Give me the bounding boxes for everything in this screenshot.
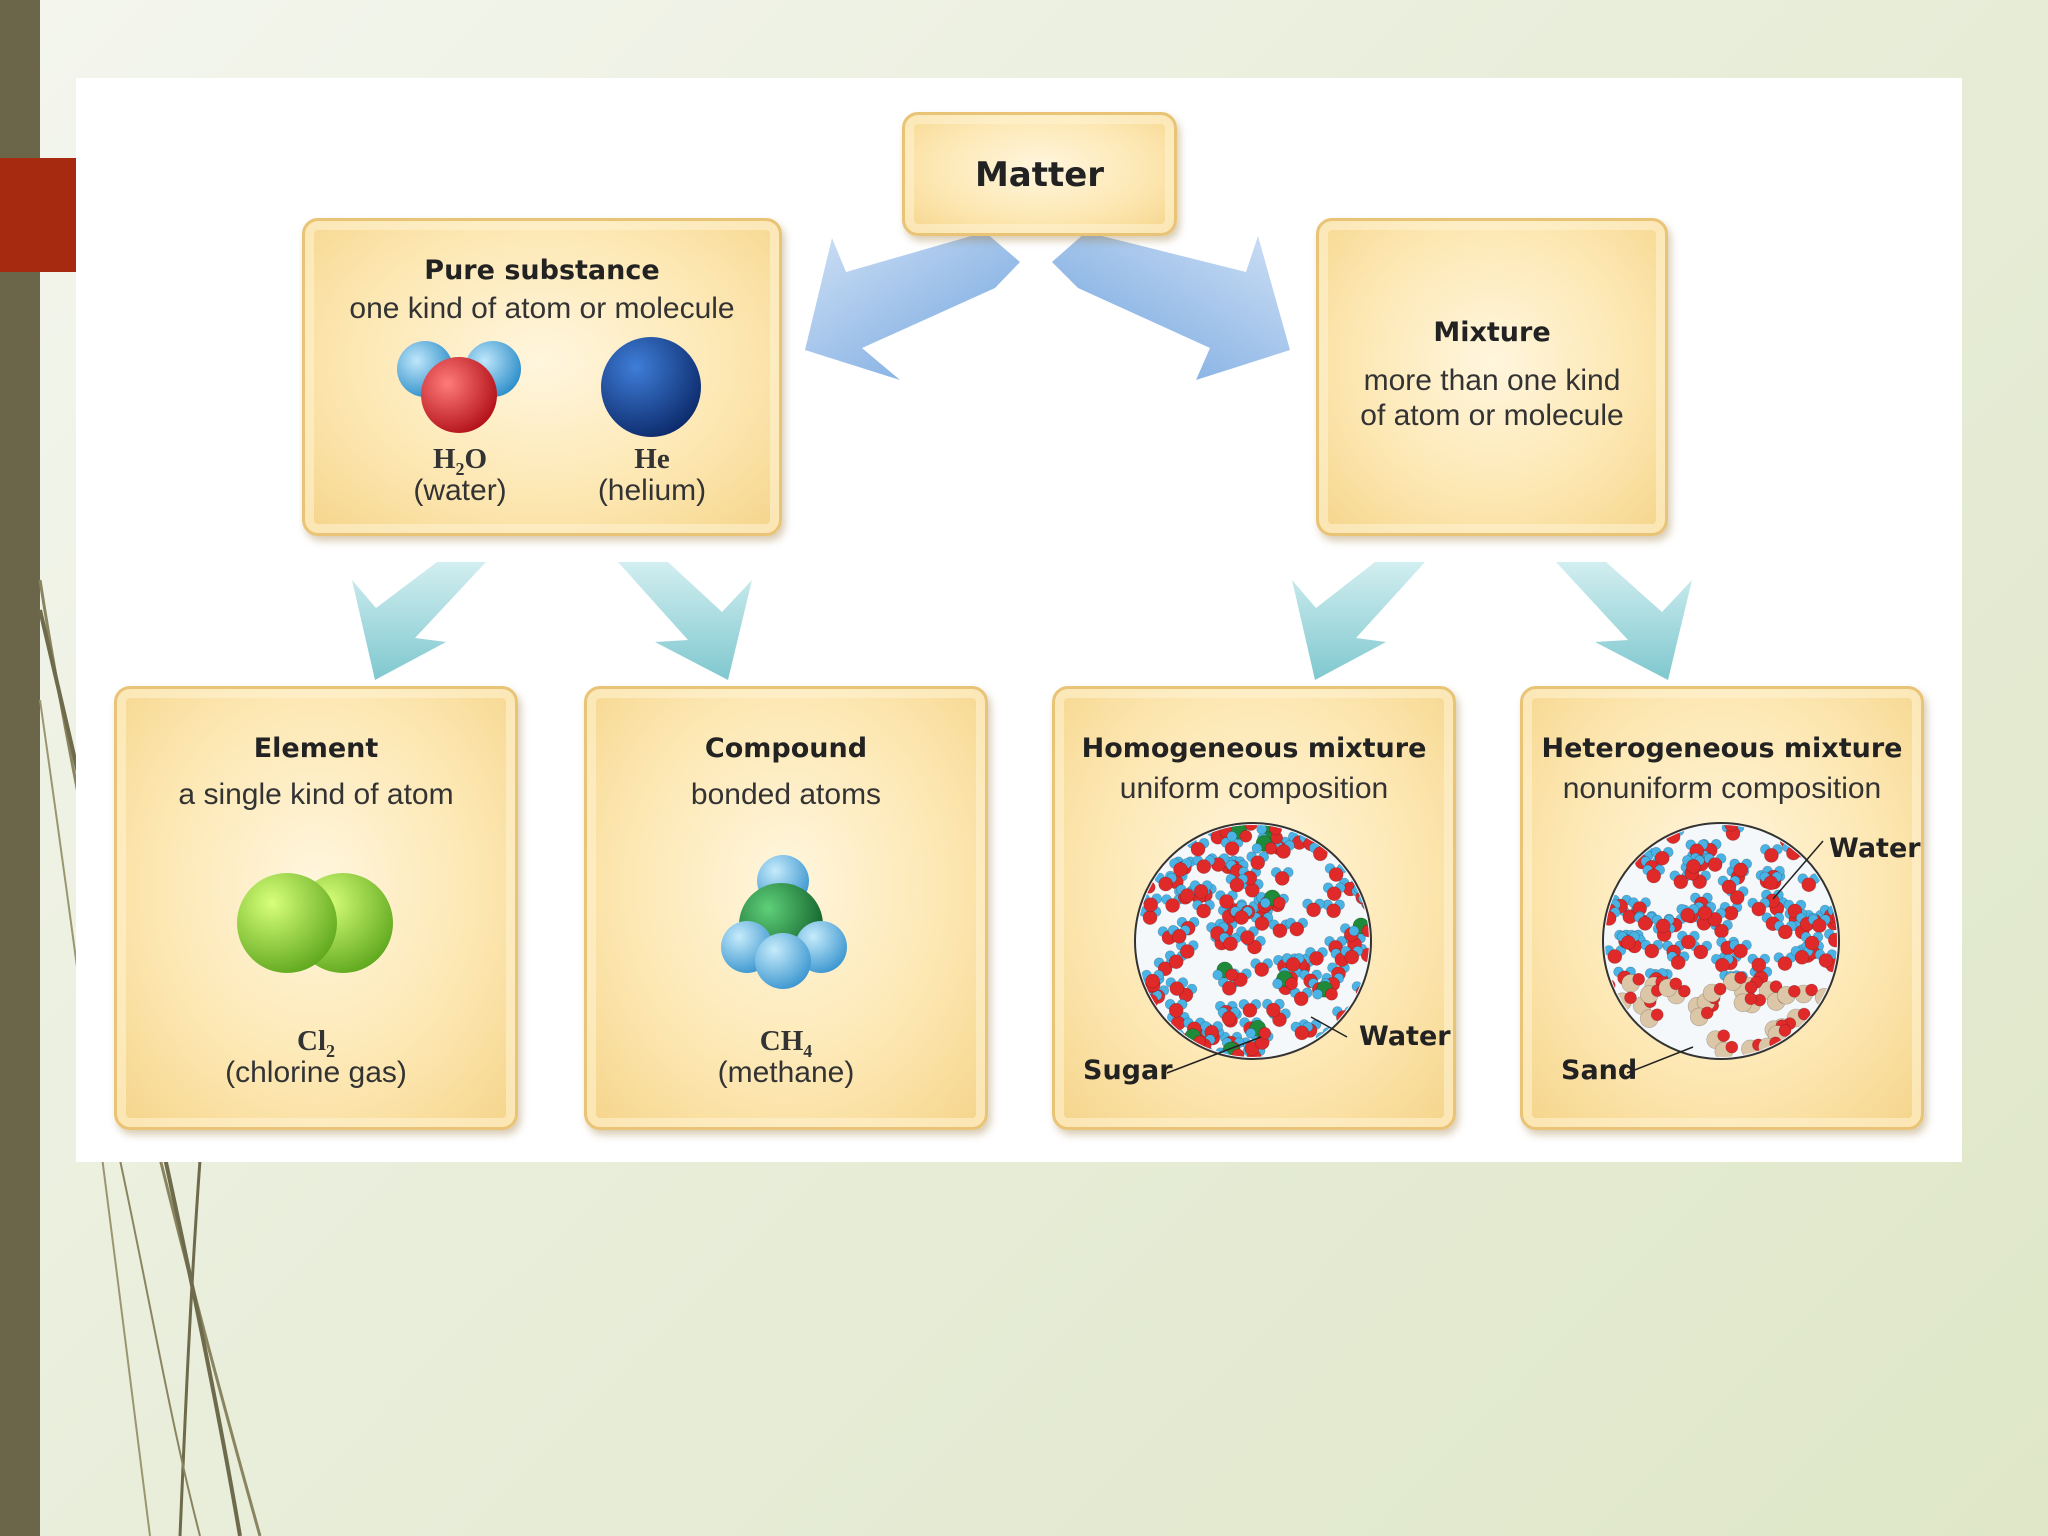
matter-box: Matter [902,112,1177,236]
mixture-description-line1: more than one kind [1363,364,1621,397]
arrow-to-heterogeneous [1556,562,1692,680]
sand-label: Sand [1561,1055,1638,1086]
matter-title: Matter [974,155,1105,195]
chlorine-molecule-icon [237,873,393,973]
mixture-title: Mixture [1433,317,1551,348]
element-box: Element a single kind of atom Cl2 (chlor… [114,686,518,1130]
heterogeneous-particles-icon [1602,822,1840,1060]
helium-formula: He [634,443,670,475]
homogeneous-title: Homogeneous mixture [1081,733,1427,764]
mixture-box: Mixture more than one kind of atom or mo… [1316,218,1668,536]
pure-substance-box: Pure substance one kind of atom or molec… [302,218,782,536]
homogeneous-particles-icon [1134,822,1372,1060]
arrow-to-pure-substance [805,232,1020,380]
arrow-to-compound [618,562,752,680]
chlorine-name: (chlorine gas) [225,1056,407,1089]
compound-description: bonded atoms [690,778,882,811]
homogeneous-leader-lines [1166,1016,1348,1074]
helium-name: (helium) [597,474,707,507]
methane-molecule-icon [721,855,847,989]
chlorine-formula: Cl2 [297,1025,335,1061]
homogeneous-mixture-box: Homogeneous mixture uniform composition … [1052,686,1456,1130]
methane-formula: CH4 [759,1025,813,1061]
accent-block [0,158,76,272]
arrow-to-mixture [1052,232,1290,380]
methane-name: (methane) [717,1056,855,1089]
heterogeneous-leader-lines [1626,840,1824,1074]
mixture-description-line2: of atom or molecule [1360,399,1624,432]
element-description: a single kind of atom [178,778,454,811]
water-name: (water) [413,474,507,507]
helium-atom-icon [601,337,701,437]
element-title: Element [253,733,379,764]
heterogeneous-water-label: Water [1829,833,1921,864]
water-formula: H2O [432,443,488,479]
compound-title: Compound [704,733,868,764]
homogeneous-description: uniform composition [1119,772,1389,805]
pure-substance-title: Pure substance [424,255,660,286]
heterogeneous-mixture-box: Heterogeneous mixture nonuniform composi… [1520,686,1924,1130]
sugar-label: Sugar [1083,1055,1173,1086]
pure-substance-description: one kind of atom or molecule [349,292,735,325]
compound-box: Compound bonded atoms CH4 (methane) [584,686,988,1130]
water-molecule-icon [397,341,521,433]
arrow-to-element [352,562,486,680]
heterogeneous-title: Heterogeneous mixture [1541,733,1903,764]
homogeneous-water-label: Water [1359,1021,1451,1052]
heterogeneous-description: nonuniform composition [1562,772,1882,805]
arrow-to-homogeneous [1292,562,1425,680]
